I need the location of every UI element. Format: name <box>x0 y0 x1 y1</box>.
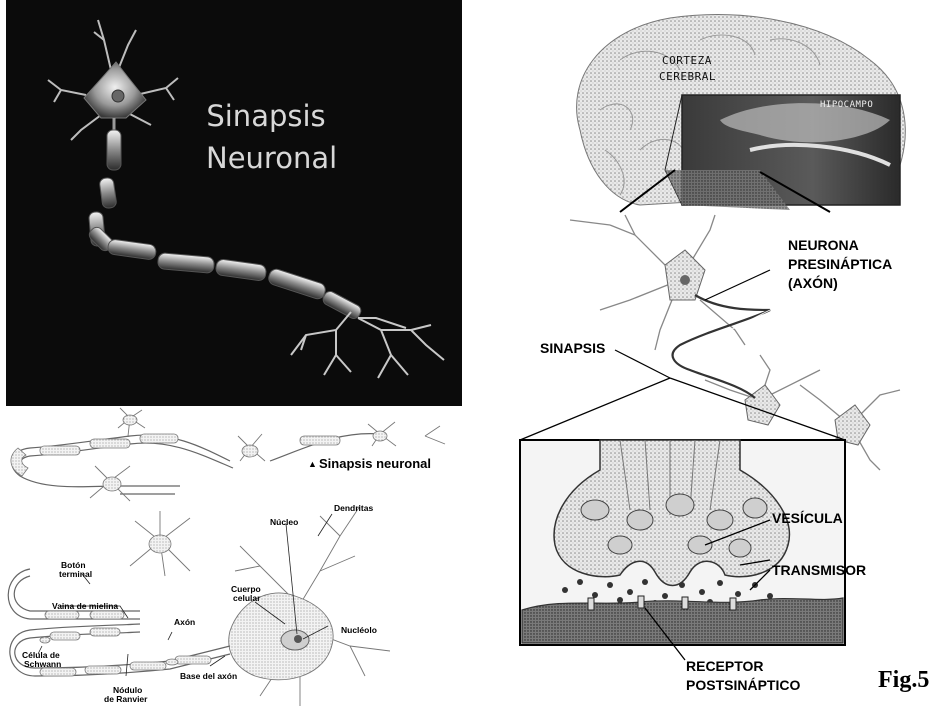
label-hipocampo: HIPOCAMPO <box>820 100 873 110</box>
label-cerebral: CEREBRAL <box>659 70 716 83</box>
label-nucleolo: Nucléolo <box>341 626 377 635</box>
label-vaina-de-mielina: Vaina de mielina <box>52 602 118 611</box>
neuron-anatomy-diagram: ▲ Sinapsis neuronal Dendritas Núcleo Bot… <box>0 406 470 716</box>
label-transmisor: TRANSMISOR <box>772 562 866 579</box>
label-dendritas: Dendritas <box>334 504 373 513</box>
figure-number: Fig.5 <box>878 667 929 694</box>
label-nucleo: Núcleo <box>270 518 298 527</box>
label-postsinaptico: POSTSINÁPTICO <box>686 677 800 694</box>
caption-sinapsis-neuronal: Sinapsis neuronal <box>319 456 431 471</box>
label-base-del-axon: Base del axón <box>180 672 237 681</box>
label-schwann: Schwann <box>24 660 61 669</box>
label-neurona: NEURONA <box>788 237 859 254</box>
panel-title-line2: Neuronal <box>206 140 326 177</box>
panel-title-line1: Sinapsis <box>206 98 326 135</box>
label-sinapsis: SINAPSIS <box>540 340 605 357</box>
caption-marker: ▲ <box>308 459 317 469</box>
brain-synapse-diagram: CORTEZA CEREBRAL HIPOCAMPO NEURONA PRESI… <box>470 0 948 716</box>
label-corteza: CORTEZA <box>662 54 712 67</box>
label-receptor: RECEPTOR <box>686 658 764 675</box>
label-presinaptica: PRESINÁPTICA <box>788 256 892 273</box>
neuron-title-panel: Sinapsis Neuronal <box>6 0 462 406</box>
label-de-ranvier: de Ranvier <box>104 695 147 704</box>
label-vesicula: VESÍCULA <box>772 510 843 527</box>
label-celular: celular <box>233 594 260 603</box>
neuron-illustration <box>6 0 462 406</box>
brain-synapse-drawing <box>470 0 948 716</box>
label-axon-paren: (AXÓN) <box>788 275 838 292</box>
label-axon: Axón <box>174 618 195 627</box>
label-terminal: terminal <box>59 570 92 579</box>
